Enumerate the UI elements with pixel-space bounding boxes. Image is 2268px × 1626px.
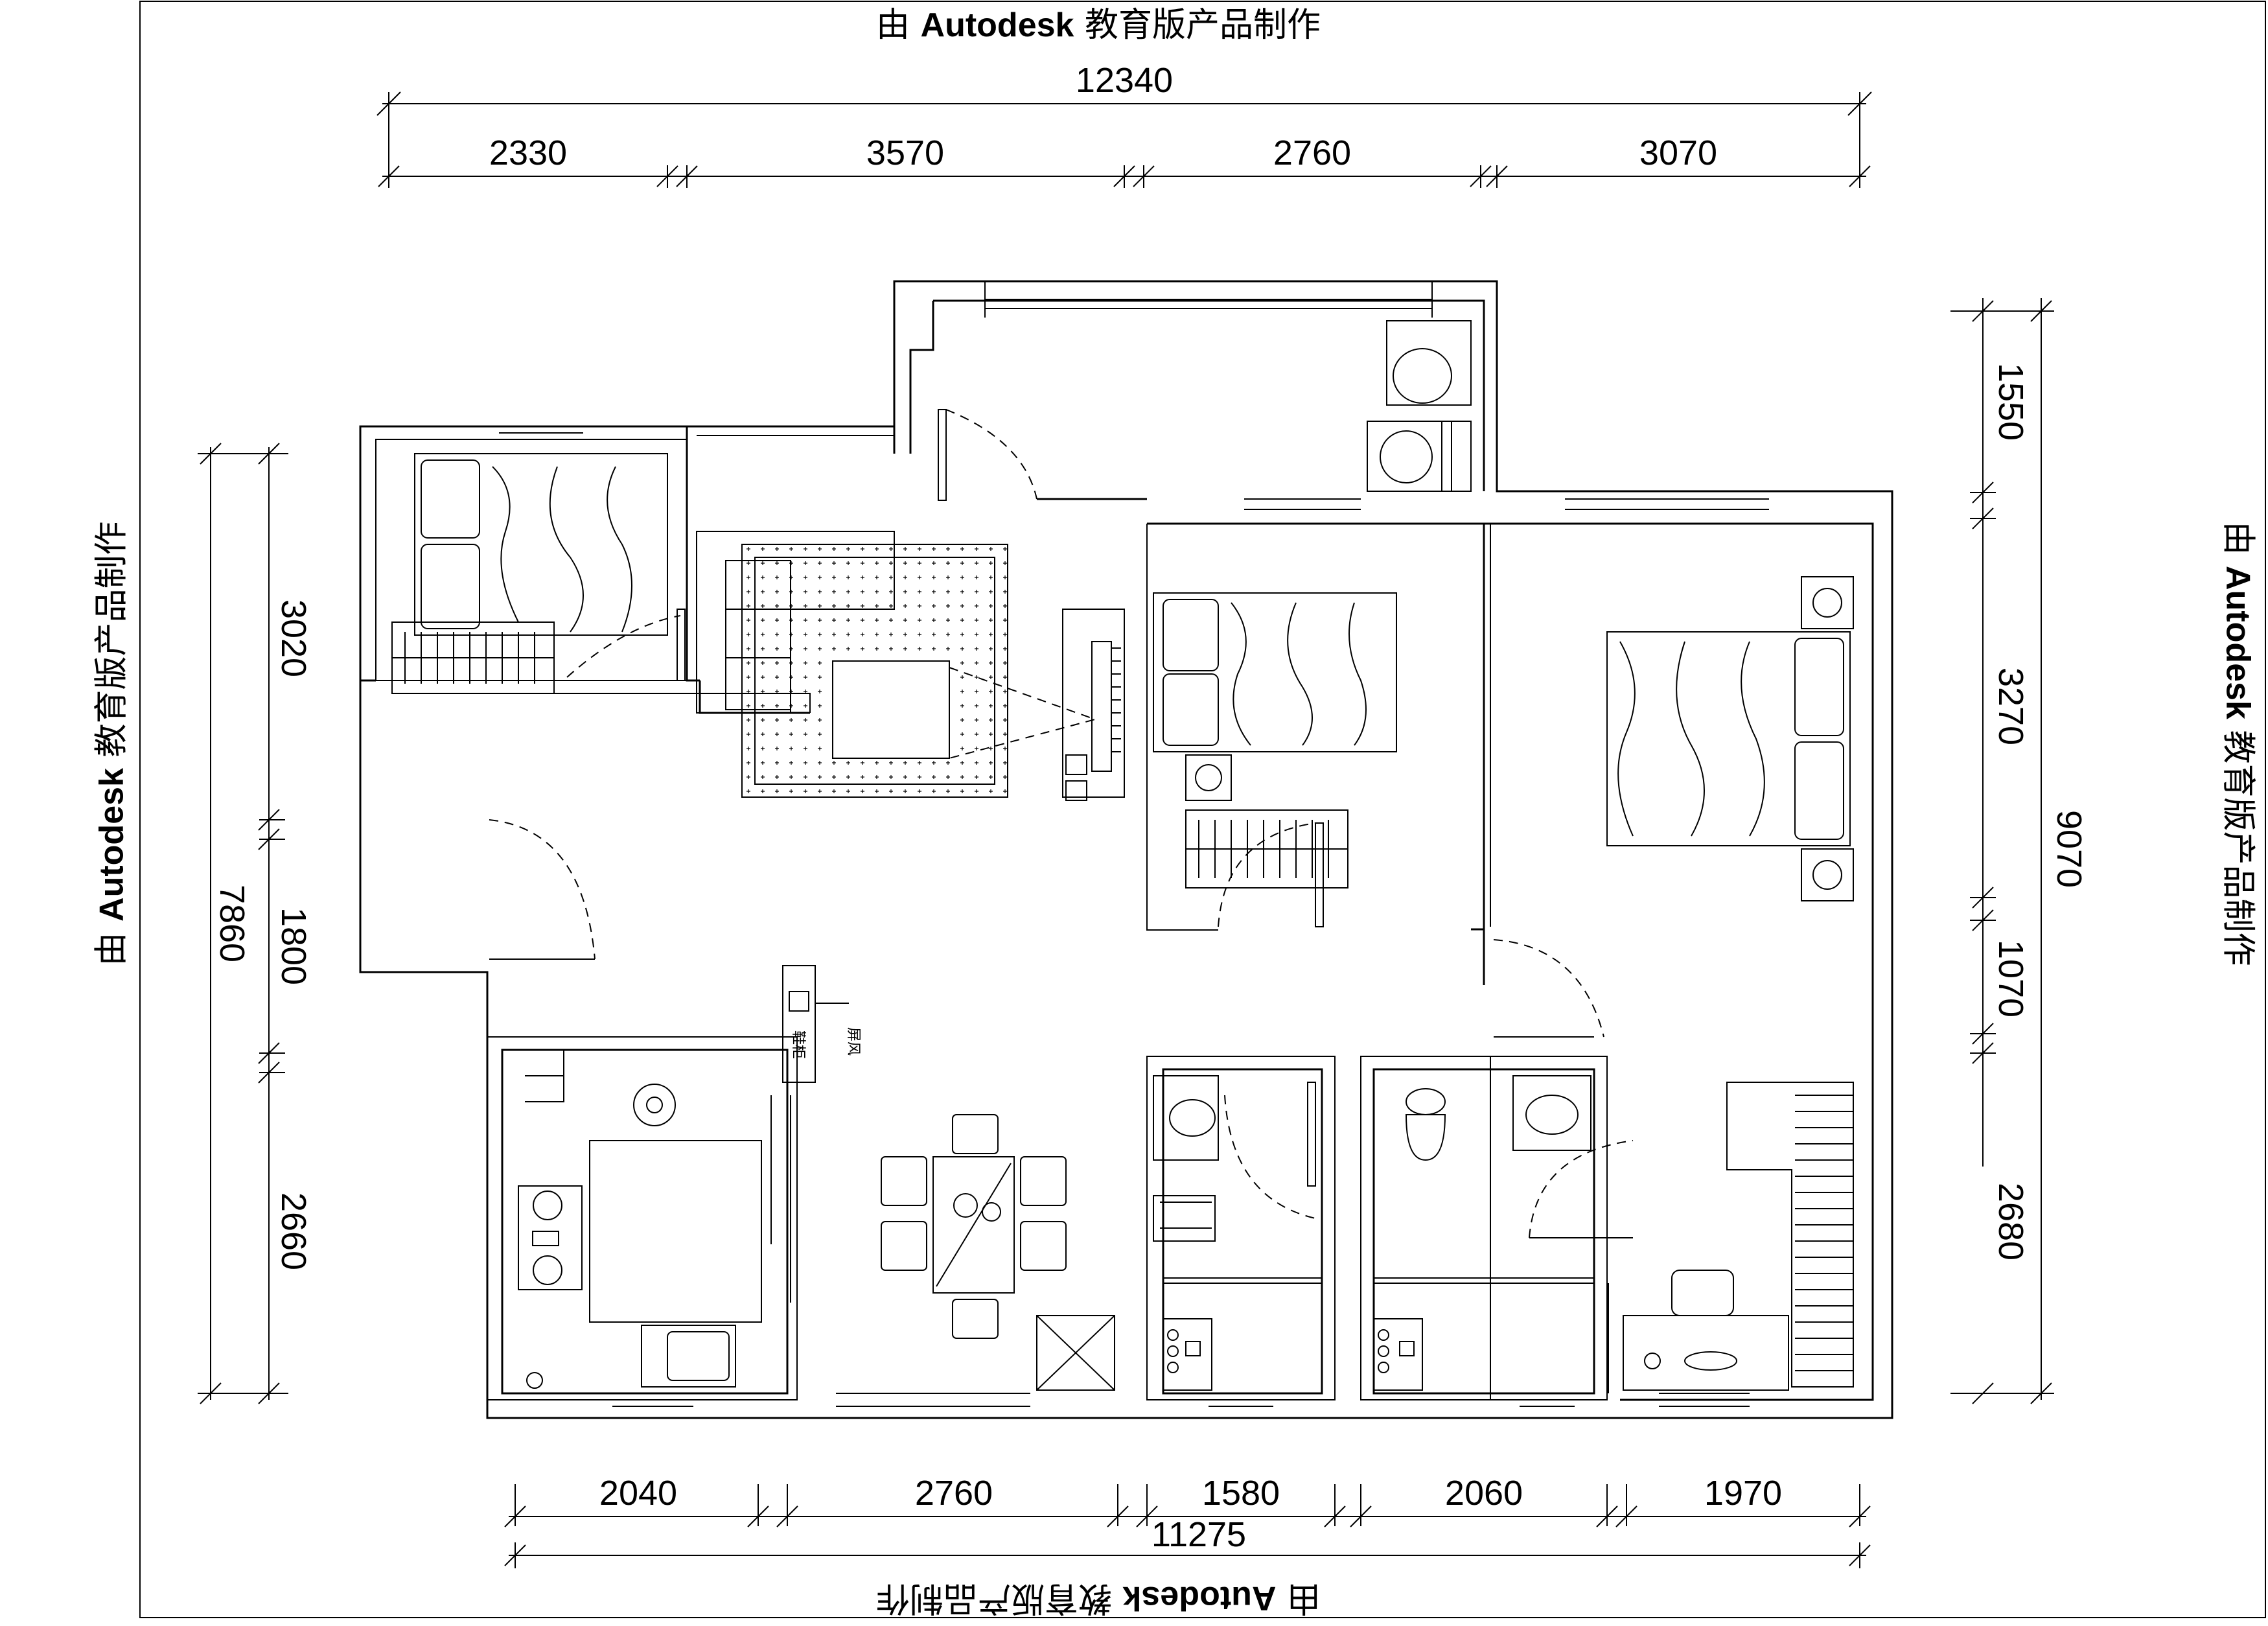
dim-right-4: 2680 (1991, 1183, 2030, 1260)
dim-bottom-3: 1580 (1202, 1474, 1280, 1513)
dimensions-top: 12340 2330 3570 2760 3070 (376, 61, 1872, 188)
shower-icon (1373, 1318, 1423, 1391)
dim-bottom-1: 2040 (599, 1474, 677, 1513)
watermark-suffix: 教育版产品制作 (1074, 6, 1321, 45)
bathroom-1-fixtures (1153, 1075, 1219, 1391)
dim-top-4: 3070 (1639, 134, 1717, 172)
pillow-icon (1163, 673, 1219, 746)
dim-top-3: 2760 (1273, 134, 1351, 172)
cabinet-corner (1036, 1315, 1115, 1391)
wardrobe-east (1726, 1082, 1854, 1388)
dim-top-1: 2330 (489, 134, 567, 172)
label-screen: 屏风 (845, 1027, 861, 1056)
dim-left-total: 7860 (213, 885, 251, 962)
sheet-border (139, 1, 2266, 1618)
coffee-table (832, 660, 950, 759)
balcony-fixtures (1367, 320, 1472, 492)
dim-bottom-5: 1970 (1704, 1474, 1782, 1513)
nightstand-icon (1801, 576, 1854, 629)
pillow-icon (421, 544, 480, 629)
nightstand-icon (1185, 754, 1232, 801)
basin-icon (1386, 320, 1472, 406)
dim-bottom-2: 2760 (915, 1474, 993, 1513)
dim-top-total: 12340 (1076, 61, 1173, 100)
doors (489, 409, 1634, 1303)
dim-right-1: 1550 (1991, 363, 2030, 441)
pillow-icon (421, 459, 480, 539)
watermark-brand: Autodesk (920, 6, 1074, 44)
dim-left-3: 2660 (274, 1192, 313, 1270)
toilet-icon (1153, 1195, 1216, 1242)
sink-icon (641, 1325, 736, 1388)
tv-cabinet (949, 609, 1125, 801)
bed-west (414, 453, 668, 636)
label-shoe-cabinet: 鞋柜 (790, 1030, 806, 1059)
toilet-icon (1406, 1088, 1446, 1115)
rug (741, 544, 1008, 798)
dimensions-left: 7860 3020 1800 2660 (198, 443, 313, 1404)
basin-icon (1512, 1075, 1591, 1151)
kitchen-fixtures (518, 1049, 762, 1389)
watermark-prefix: 由 (876, 6, 921, 45)
cooker-icon (633, 1084, 676, 1126)
dim-right-3: 1070 (1991, 940, 2030, 1017)
dim-top-2: 3570 (866, 134, 944, 172)
basin-icon (1169, 1099, 1216, 1137)
lamp-icon (1644, 1353, 1661, 1369)
pillow-icon (1794, 741, 1844, 840)
pillow-icon (1163, 599, 1219, 671)
washer-icon (1367, 421, 1452, 492)
bed-east (1606, 576, 1854, 901)
dim-left-1: 3020 (274, 599, 313, 677)
shower-icon (1163, 1318, 1212, 1391)
pillow-icon (1794, 638, 1844, 736)
dim-left-2: 1800 (274, 907, 313, 985)
bathroom-2-fixtures (1373, 1075, 1591, 1391)
wardrobe-west (391, 621, 555, 694)
desk-east (1623, 1270, 1789, 1391)
bed-middle (1153, 592, 1397, 801)
watermark-top: 由 Autodesk 教育版产品制作 (876, 0, 1321, 46)
shoe-cabinet: 鞋柜 屏风 (782, 965, 861, 1083)
nightstand-icon (1801, 848, 1854, 901)
dim-right-total: 9070 (2050, 810, 2089, 888)
wardrobe-middle (1185, 809, 1348, 888)
dim-bottom-4: 2060 (1445, 1474, 1523, 1513)
dim-bottom-total: 11275 (1151, 1515, 1246, 1554)
chair-icon (1671, 1270, 1734, 1316)
dining-table (881, 1114, 1067, 1339)
burner-icon (533, 1255, 562, 1285)
dimensions-bottom: 2040 2760 1580 2060 1970 11275 (504, 1474, 1871, 1568)
dimensions-right: 1550 3270 1070 2680 9070 (1950, 298, 2089, 1404)
burner-icon (533, 1190, 562, 1220)
dim-right-2: 3270 (1991, 668, 2030, 745)
walls (359, 280, 1893, 1419)
